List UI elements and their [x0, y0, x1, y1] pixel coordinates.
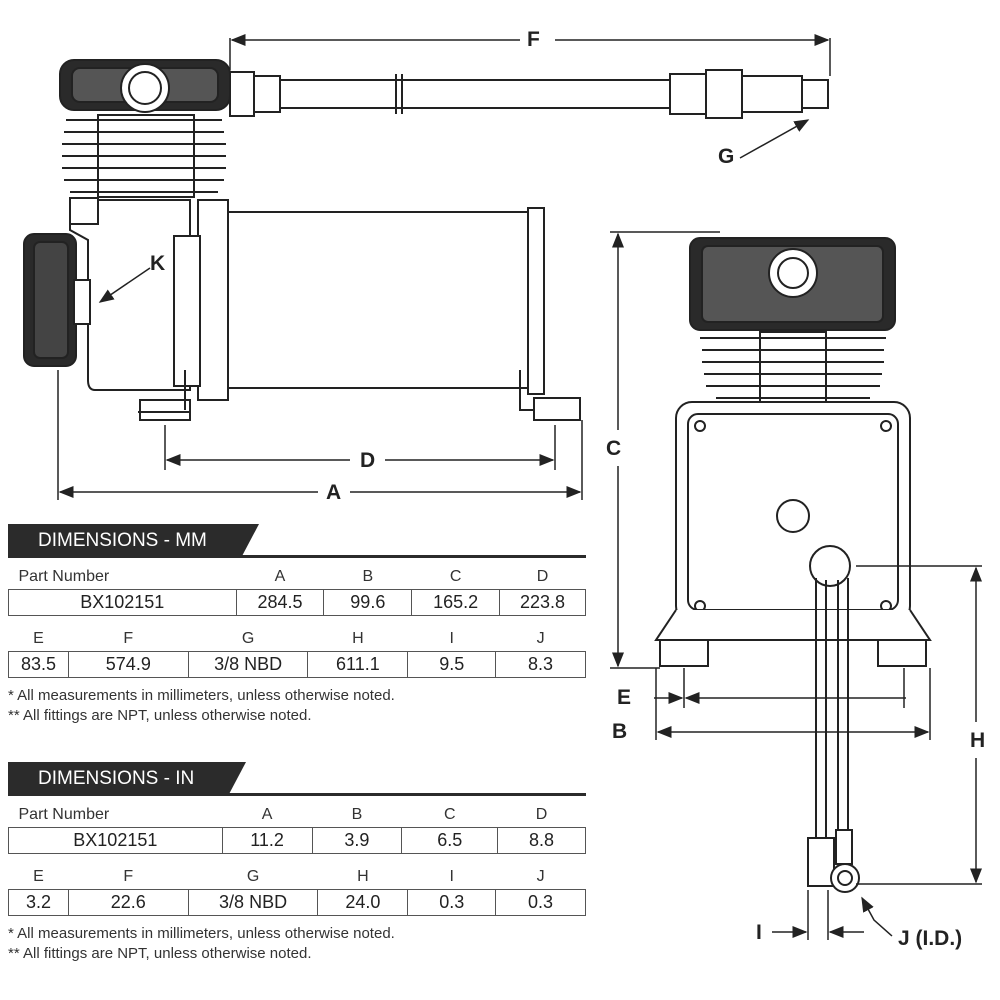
mm-header-b: B [362, 567, 374, 585]
mm-header-d: D [536, 567, 549, 585]
in-header-a: A [261, 805, 273, 823]
in-value-a: 11.2 [221, 827, 313, 854]
label-c: C [606, 437, 622, 460]
in-header-j: J [536, 867, 545, 885]
label-d: D [360, 449, 376, 472]
label-e: E [617, 686, 632, 709]
dimensions-mm-header: DIMENSIONS - MM [8, 524, 586, 558]
in-header-i: I [449, 867, 454, 885]
dimensions-in-title: DIMENSIONS - IN [8, 762, 247, 796]
in-header-h: H [357, 867, 369, 885]
mm-header-part-number: Part Number [18, 567, 110, 585]
mm-value-h: 611.1 [307, 651, 409, 678]
in-value-f: 22.6 [67, 889, 189, 916]
label-j: J (I.D.) [898, 927, 963, 950]
in-note-fittings: ** All fittings are NPT, unless otherwis… [8, 945, 312, 962]
in-header-d: D [535, 805, 548, 823]
mm-header-f: F [123, 629, 134, 647]
mm-part-number: BX102151 [8, 589, 237, 616]
in-value-g: 3/8 NBD [187, 889, 319, 916]
mm-value-b: 99.6 [323, 589, 413, 616]
mm-header-e: E [33, 629, 44, 647]
mm-header-j: J [536, 629, 545, 647]
in-value-e: 3.2 [8, 889, 69, 916]
dimensions-in-header: DIMENSIONS - IN [8, 762, 586, 796]
dimensions-in-table-row1: Part Number A B C D BX102151 11.2 3.9 6.… [8, 802, 586, 854]
dimensions-mm-table-row2: E F G H I J 83.5 574.9 3/8 NBD 611.1 9.5… [8, 626, 586, 678]
in-header-f: F [123, 867, 134, 885]
mm-value-e: 83.5 [8, 651, 69, 678]
in-header-part-number: Part Number [18, 805, 110, 823]
mm-note-fittings: ** All fittings are NPT, unless otherwis… [8, 707, 312, 724]
front-fins [700, 331, 886, 403]
in-part-number: BX102151 [8, 827, 223, 854]
dimensions-mm-section: DIMENSIONS - MM Part Number A B C D BX10… [8, 524, 586, 726]
label-b: B [612, 720, 628, 743]
dimensions-in-section: DIMENSIONS - IN Part Number A B C D BX10… [8, 762, 586, 964]
mm-header-a: A [274, 567, 286, 585]
mm-value-c: 165.2 [411, 589, 501, 616]
label-f: F [527, 28, 540, 51]
mm-value-j: 8.3 [495, 651, 586, 678]
label-g: G [718, 145, 735, 168]
front-view-dimensions [610, 231, 982, 940]
in-value-i: 0.3 [407, 889, 497, 916]
in-value-d: 8.8 [497, 827, 586, 854]
side-view [23, 59, 829, 421]
in-value-h: 24.0 [317, 889, 409, 916]
dimensions-mm-table-row1: Part Number A B C D BX102151 284.5 99.6 … [8, 564, 586, 616]
in-value-j: 0.3 [495, 889, 586, 916]
in-note-measurements: * All measurements in millimeters, unles… [8, 925, 395, 942]
mm-value-g: 3/8 NBD [187, 651, 309, 678]
mm-note-measurements: * All measurements in millimeters, unles… [8, 687, 395, 704]
front-view [654, 237, 932, 893]
mm-header-g: G [241, 629, 255, 647]
mm-header-c: C [449, 567, 462, 585]
mm-value-i: 9.5 [407, 651, 497, 678]
dimensions-mm-title: DIMENSIONS - MM [8, 524, 259, 558]
in-header-g: G [246, 867, 260, 885]
mm-value-a: 284.5 [235, 589, 325, 616]
cylinder-fins [62, 114, 226, 198]
in-header-c: C [443, 805, 456, 823]
mm-value-f: 574.9 [67, 651, 189, 678]
in-header-b: B [351, 805, 363, 823]
in-value-b: 3.9 [311, 827, 403, 854]
side-view-dimensions [57, 34, 831, 500]
mm-header-i: I [449, 629, 454, 647]
label-a: A [326, 481, 342, 504]
label-h: H [970, 729, 986, 752]
label-i: I [756, 921, 762, 944]
in-header-e: E [33, 867, 44, 885]
mm-header-h: H [352, 629, 364, 647]
in-value-c: 6.5 [401, 827, 499, 854]
dimensions-in-table-row2: E F G H I J 3.2 22.6 3/8 NBD 24.0 0.3 0.… [8, 864, 586, 916]
label-k: K [150, 252, 166, 275]
mm-value-d: 223.8 [499, 589, 586, 616]
